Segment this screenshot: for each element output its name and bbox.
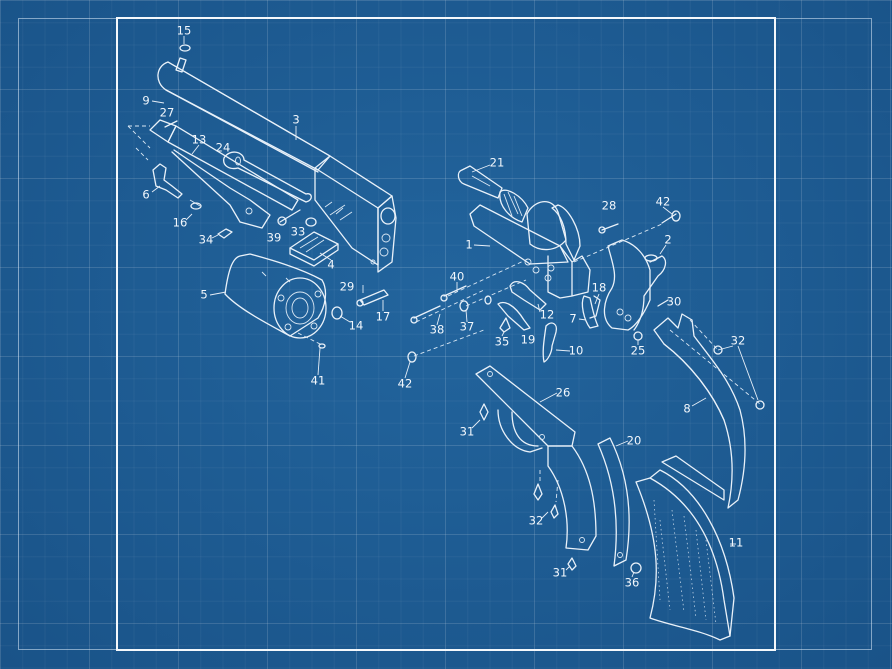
lockwork-parts [407, 210, 681, 363]
part-label-33: 33 [290, 224, 306, 239]
part-label-13: 13 [191, 132, 207, 147]
part-label-21: 21 [489, 155, 505, 170]
loading-lever-part [127, 119, 312, 229]
part-label-32: 32 [528, 513, 544, 528]
part-label-27: 27 [159, 105, 175, 120]
leader-lines [151, 36, 759, 578]
part-label-40: 40 [449, 269, 465, 284]
part-label-16: 16 [172, 215, 188, 230]
part-label-18: 18 [591, 280, 607, 295]
small-parts-left [152, 120, 344, 267]
inner-frame [116, 17, 776, 651]
part-label-31: 31 [552, 565, 568, 580]
part-label-34: 34 [198, 232, 214, 247]
part-label-17: 17 [375, 309, 391, 324]
part-label-37: 37 [459, 319, 475, 334]
part-label-12: 12 [539, 307, 555, 322]
part-label-8: 8 [683, 401, 691, 416]
part-label-26: 26 [555, 385, 571, 400]
part-label-2: 2 [664, 232, 672, 247]
part-label-3: 3 [292, 112, 300, 127]
part-label-38: 38 [429, 322, 445, 337]
part-label-11: 11 [728, 535, 744, 550]
part-label-9: 9 [142, 93, 150, 108]
part-label-19: 19 [520, 332, 536, 347]
frame-assembly-part [457, 165, 591, 299]
part-label-42: 42 [397, 376, 413, 391]
part-label-10: 10 [568, 343, 584, 358]
part-label-1: 1 [465, 237, 473, 252]
part-label-39: 39 [266, 230, 282, 245]
part-label-14: 14 [348, 318, 364, 333]
part-label-36: 36 [624, 575, 640, 590]
part-label-6: 6 [142, 187, 150, 202]
part-label-7: 7 [569, 311, 577, 326]
part-label-35: 35 [494, 334, 510, 349]
trigger-guard-part [475, 365, 597, 571]
part-label-28: 28 [601, 198, 617, 213]
cylinder-part [224, 253, 389, 349]
grips-part [635, 455, 736, 641]
part-label-15: 15 [176, 23, 192, 38]
part-label-29: 29 [339, 279, 355, 294]
grip-strap-part [597, 437, 642, 574]
part-label-5: 5 [200, 287, 208, 302]
part-label-31: 31 [459, 424, 475, 439]
part-label-25: 25 [630, 343, 646, 358]
part-label-24: 24 [215, 140, 231, 155]
part-label-20: 20 [626, 433, 642, 448]
part-label-32: 32 [730, 333, 746, 348]
barrel-part [157, 44, 397, 273]
backstrap-part [653, 313, 765, 509]
part-label-4: 4 [327, 257, 335, 272]
part-label-30: 30 [666, 294, 682, 309]
part-label-41: 41 [310, 373, 326, 388]
part-label-42: 42 [655, 194, 671, 209]
